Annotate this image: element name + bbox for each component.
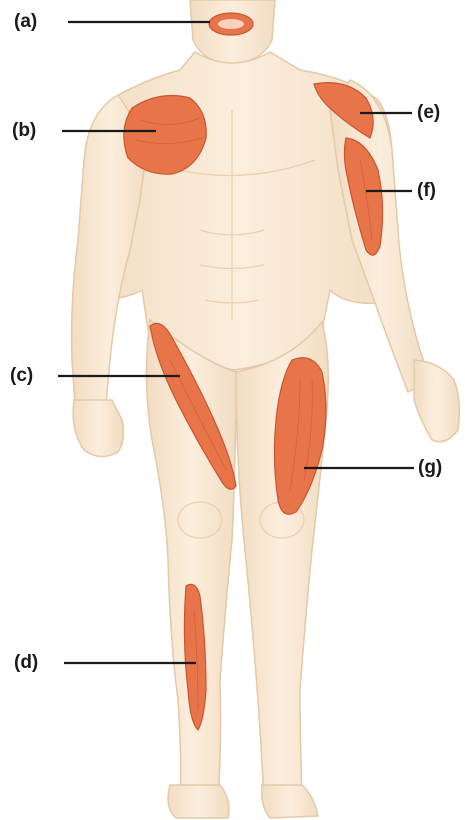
label-d: (d) [14, 653, 38, 672]
left-hand [73, 400, 123, 457]
right-foot [262, 785, 318, 818]
right-hand [414, 360, 459, 442]
label-c: (c) [10, 366, 33, 385]
label-b: (b) [12, 121, 36, 140]
label-g: (g) [418, 458, 442, 477]
muscle-b-pectoralis [124, 96, 206, 175]
label-a: (a) [14, 12, 37, 31]
label-f: (f) [417, 181, 436, 200]
left-foot [168, 785, 229, 818]
label-e: (e) [417, 103, 440, 122]
